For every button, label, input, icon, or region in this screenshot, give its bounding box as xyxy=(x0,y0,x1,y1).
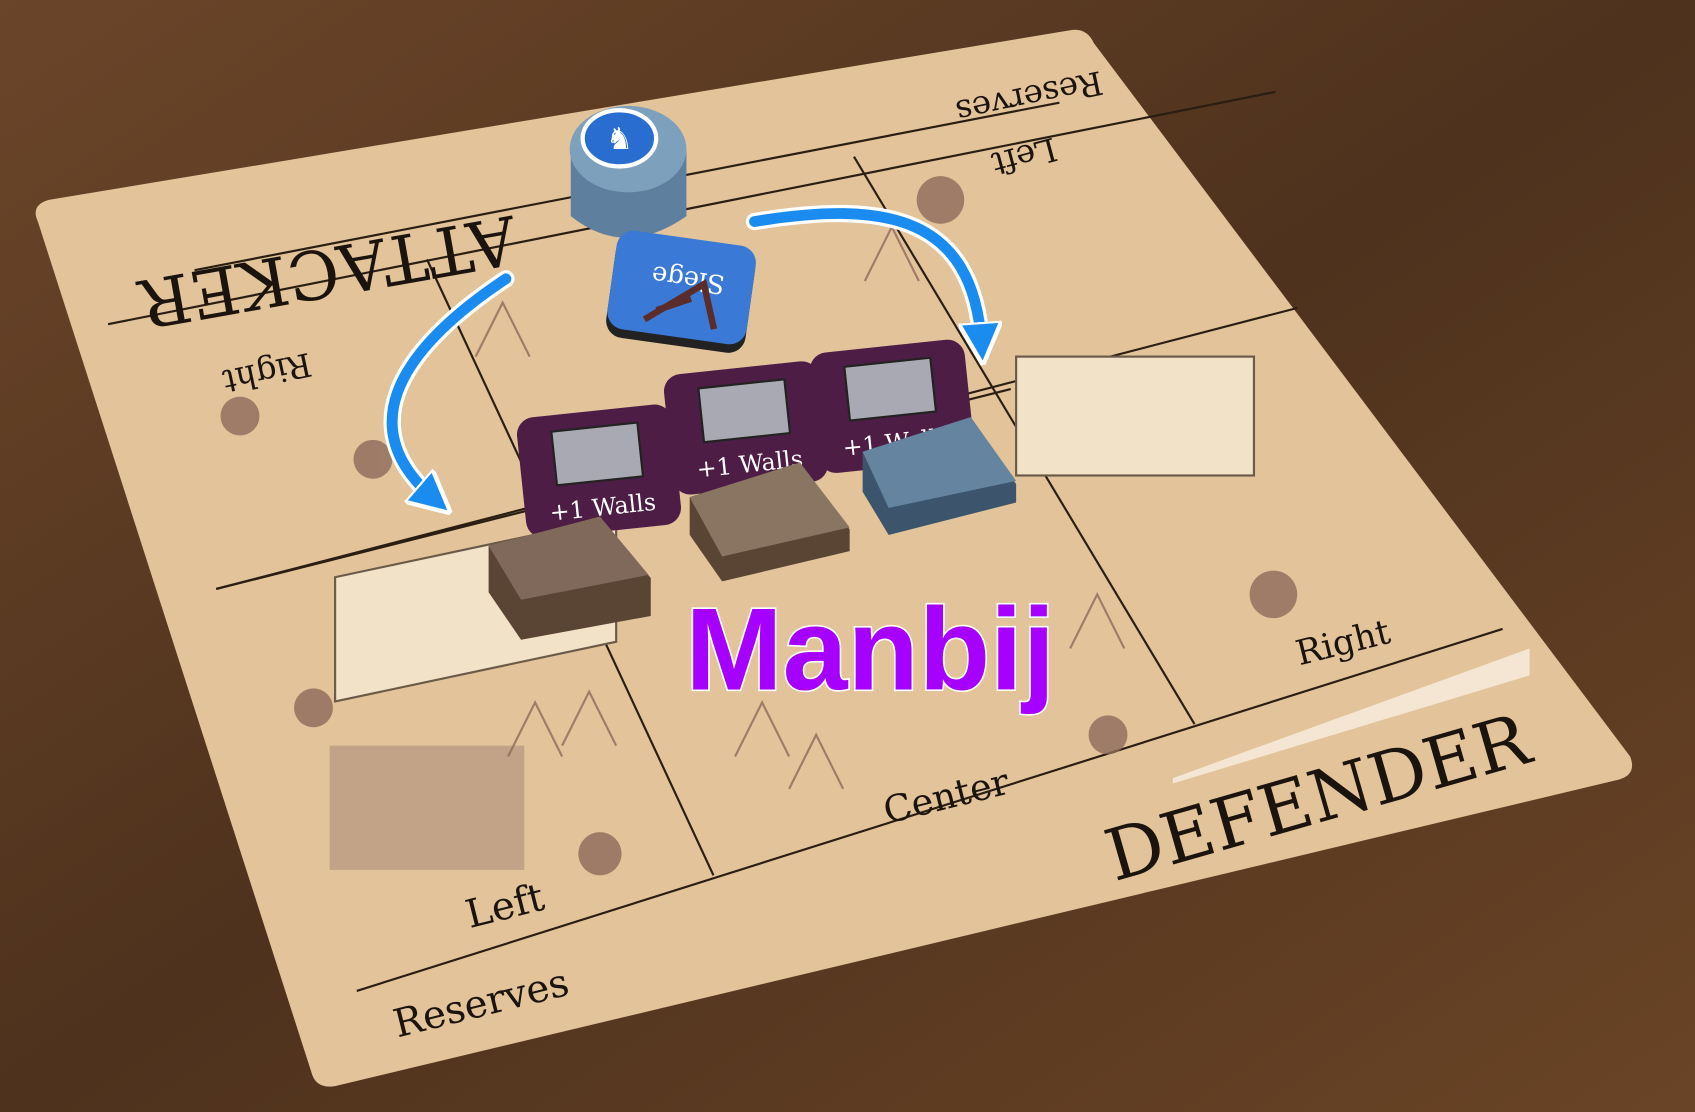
castle-icon xyxy=(550,421,645,487)
castle-icon xyxy=(843,356,938,422)
blue-block[interactable] xyxy=(862,417,1017,535)
catapult-icon xyxy=(642,279,718,330)
brown-block[interactable] xyxy=(689,462,850,582)
blue-cylinder-piece[interactable]: ♞ xyxy=(569,105,687,238)
siege-token[interactable]: Siege xyxy=(604,228,758,355)
castle-icon xyxy=(697,378,792,444)
horse-icon: ♞ xyxy=(606,122,633,156)
location-label: Manbij xyxy=(685,583,1055,714)
brown-block[interactable] xyxy=(488,516,651,640)
